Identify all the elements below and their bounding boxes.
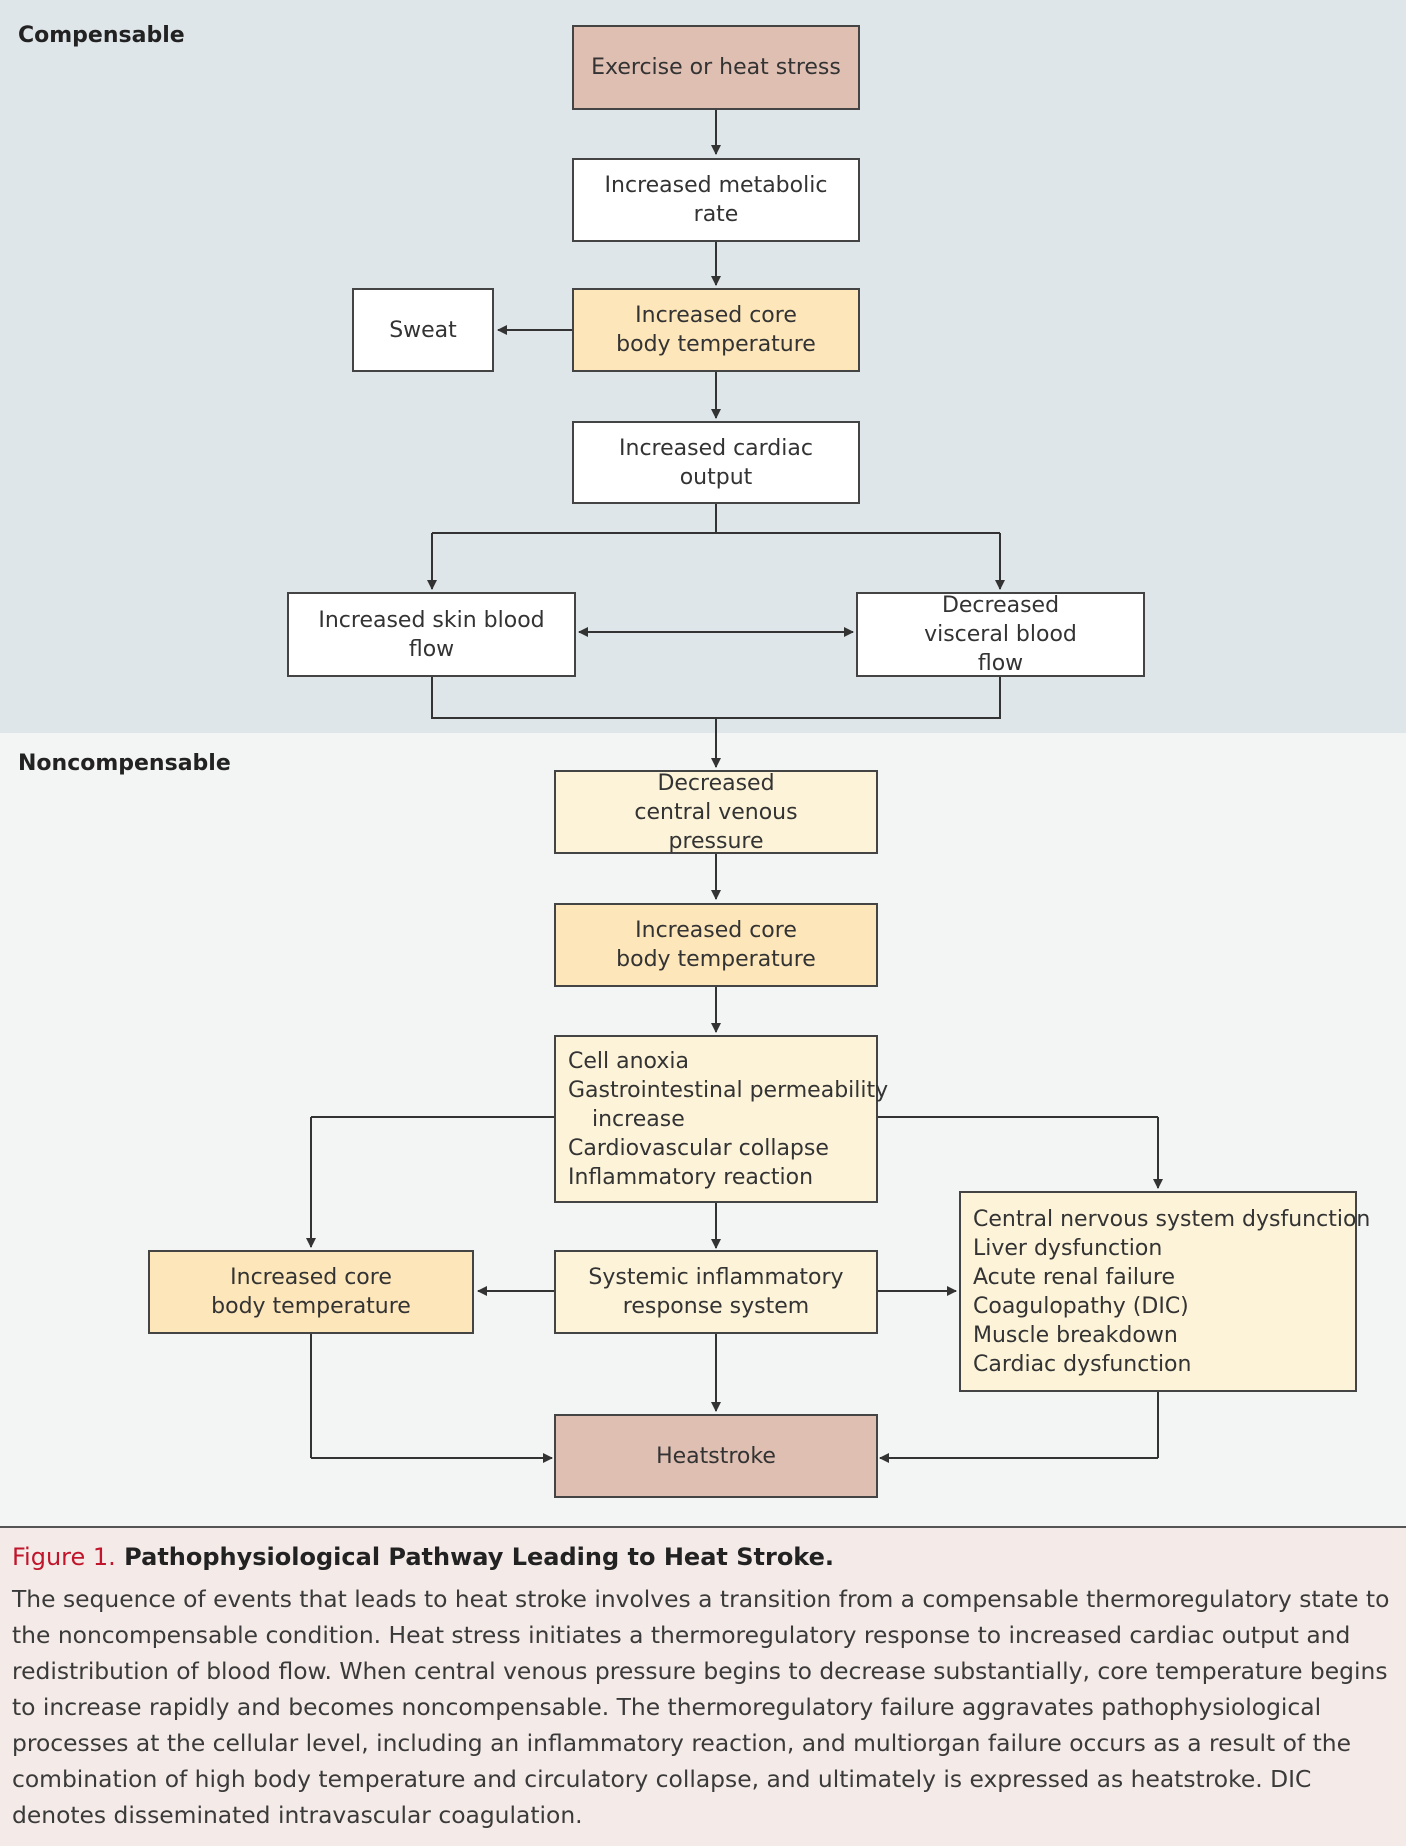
node-cardiac-text: Increased cardiac output xyxy=(619,435,813,490)
organ-item: Liver dysfunction xyxy=(973,1236,1163,1261)
caption-title-line: Figure 1. Pathophysiological Pathway Lea… xyxy=(12,1543,1392,1571)
node-core-temp-noncompensable: Increased core body temperature xyxy=(554,903,878,987)
connector-merge xyxy=(431,677,1001,719)
node-heatstroke-text: Heatstroke xyxy=(656,1443,776,1469)
node-exercise-text: Exercise or heat stress xyxy=(591,55,841,80)
node-decreased-visceral-blood-flow: Decreased visceral blood flow xyxy=(856,592,1145,677)
node-exercise-heat-stress: Exercise or heat stress xyxy=(572,25,860,110)
cellular-item: Cardiovascular collapse xyxy=(568,1136,829,1161)
node-sweat-text: Sweat xyxy=(389,317,457,343)
node-sweat: Sweat xyxy=(352,288,494,372)
caption-body: The sequence of events that leads to hea… xyxy=(12,1585,1390,1829)
organ-item: Cardiac dysfunction xyxy=(973,1352,1192,1377)
node-increased-cardiac-output: Increased cardiac output xyxy=(572,421,860,504)
cellular-item: Gastrointestinal permeability xyxy=(568,1078,889,1103)
node-cellular-effects: Cell anoxia Gastrointestinal permeabilit… xyxy=(554,1035,888,1203)
node-skin-text: Increased skin blood flow xyxy=(318,607,545,662)
node-organ-dysfunction: Central nervous system dysfunction Liver… xyxy=(959,1191,1370,1392)
node-core-temp-compensable: Increased core body temperature xyxy=(572,288,860,372)
figure-caption: Figure 1. Pathophysiological Pathway Lea… xyxy=(12,1543,1392,1833)
connector-cardiac-split xyxy=(432,504,1000,534)
node-decreased-central-venous-pressure: Decreased central venous pressure xyxy=(554,770,878,854)
organ-item: Central nervous system dysfunction xyxy=(973,1207,1371,1232)
figure-title: Pathophysiological Pathway Leading to He… xyxy=(124,1543,835,1571)
node-visceral-text: Decreased visceral blood flow xyxy=(924,593,1077,676)
caption-zone xyxy=(0,1526,1406,1846)
noncompensable-label: Noncompensable xyxy=(18,751,231,776)
cellular-item: Cell anoxia xyxy=(568,1049,689,1074)
cellular-item: Inflammatory reaction xyxy=(568,1165,814,1190)
figure-number: Figure 1. xyxy=(12,1543,116,1571)
node-systemic-inflammatory-response: Systemic inflammatory response system xyxy=(554,1250,878,1334)
node-increased-metabolic-rate: Increased metabolic rate xyxy=(572,158,860,242)
node-core-temp-left: Increased core body temperature xyxy=(148,1250,474,1334)
organ-item: Coagulopathy (DIC) xyxy=(973,1294,1189,1319)
node-core-temp-1-text: Increased core body temperature xyxy=(616,303,816,357)
compensable-label: Compensable xyxy=(18,23,185,48)
node-sirs-text: Systemic inflammatory response system xyxy=(588,1265,844,1319)
cellular-item: increase xyxy=(592,1107,685,1132)
node-core-temp-2-text: Increased core body temperature xyxy=(616,918,816,972)
connector-arrows xyxy=(306,110,1163,1463)
node-core-temp-3-text: Increased core body temperature xyxy=(211,1265,411,1319)
node-metabolic-text: Increased metabolic rate xyxy=(604,173,828,227)
node-increased-skin-blood-flow: Increased skin blood flow xyxy=(287,592,576,677)
organ-item: Acute renal failure xyxy=(973,1265,1175,1290)
node-heatstroke: Heatstroke xyxy=(554,1414,878,1498)
organ-item: Muscle breakdown xyxy=(973,1323,1178,1348)
node-cvp-text: Decreased central venous pressure xyxy=(634,770,798,854)
